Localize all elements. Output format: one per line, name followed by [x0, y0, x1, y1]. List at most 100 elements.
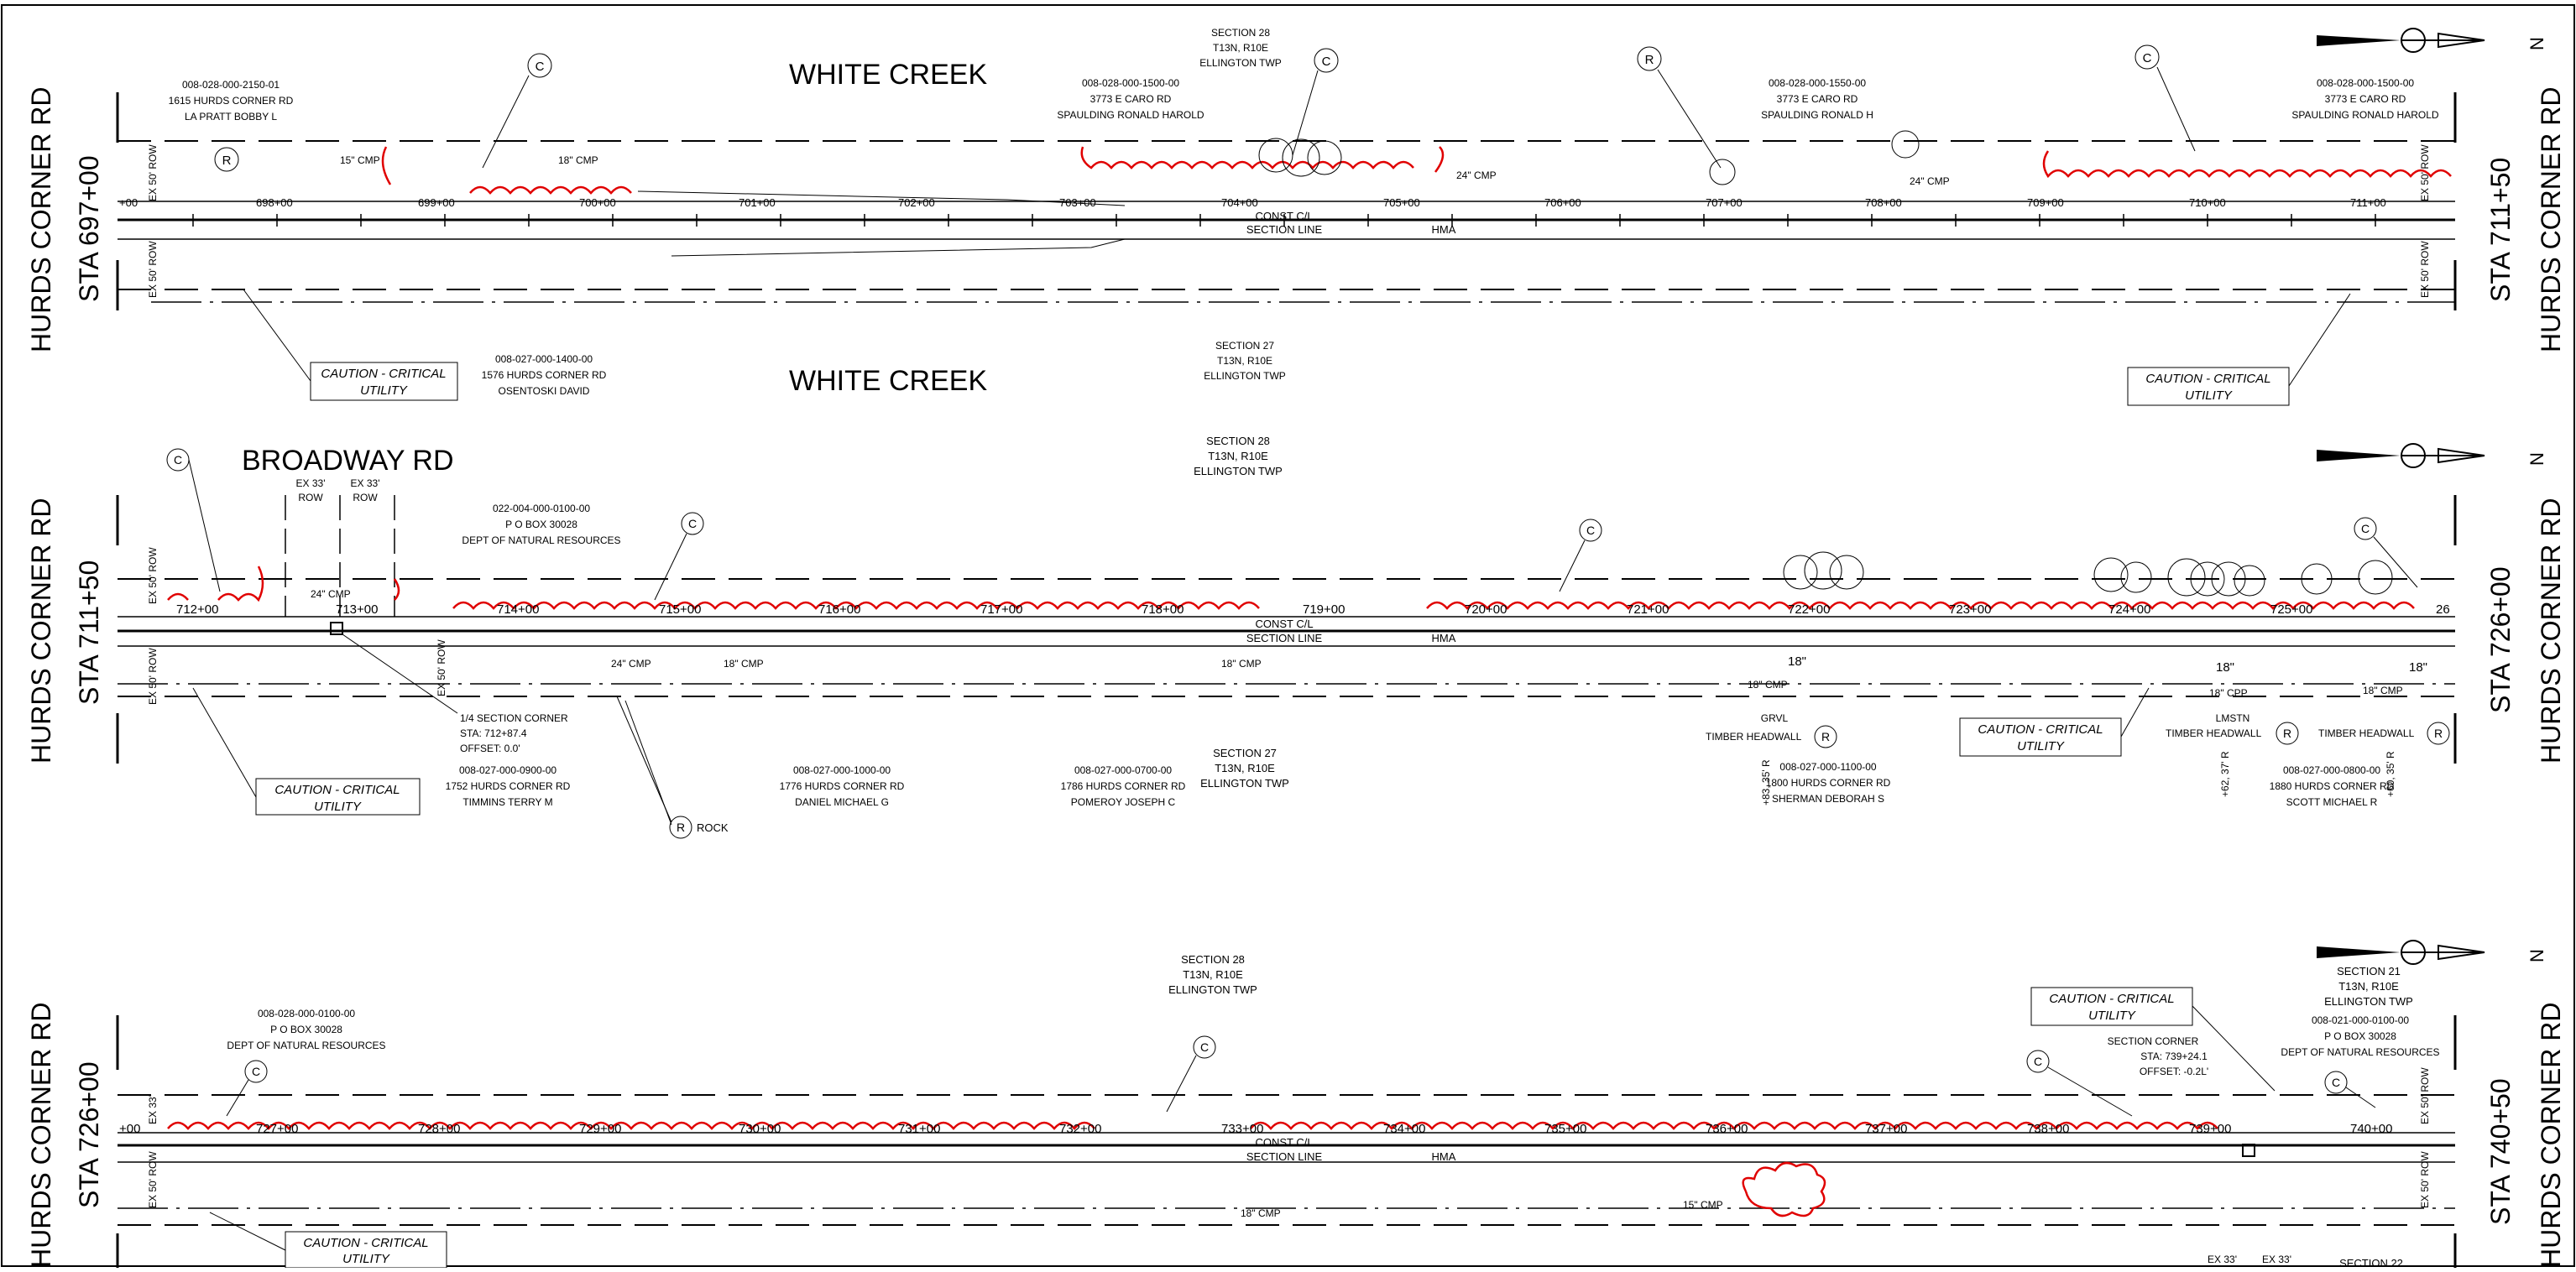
row-label: EX 50' ROW	[147, 144, 159, 201]
road-label-right: HURDS CORNER RD	[2536, 87, 2566, 352]
callout-label: C	[536, 60, 545, 74]
row-label: EX 50' ROW	[2419, 1067, 2431, 1124]
station-label: 714+00	[497, 602, 539, 617]
row-label: EX 50' ROW	[147, 648, 159, 705]
const-cl-label: CONST C/L	[1255, 210, 1313, 222]
caution-text: UTILITY	[2185, 388, 2233, 403]
radius-label: +62, 37' R	[2219, 751, 2231, 797]
callout-label: C	[2332, 1076, 2340, 1089]
road-label-right: HURDS CORNER RD	[2536, 498, 2566, 764]
parcel-id: 008-027-000-1000-00	[793, 764, 891, 776]
station-label: +00	[119, 1122, 140, 1136]
section-label: ELLINGTON TWP	[1199, 57, 1282, 69]
station-label: 708+00	[1865, 196, 1902, 209]
parcel-owner: SPAULDING RONALD H	[1761, 109, 1873, 121]
section-label: ELLINGTON TWP	[1204, 370, 1286, 382]
parcel-id: 008-027-000-1400-00	[495, 353, 593, 365]
station-label: 707+00	[1706, 196, 1743, 209]
caution-text: CAUTION - CRITICAL	[2049, 992, 2174, 1006]
row-label: EX 50' ROW	[147, 547, 159, 604]
surface-label: HMA	[1432, 632, 1456, 644]
parcel-address: 1776 HURDS CORNER RD	[780, 780, 905, 792]
station-label: 736+00	[1706, 1122, 1748, 1136]
caution-box	[285, 1231, 447, 1269]
station-label: 723+00	[1949, 602, 1991, 617]
station-label: 720+00	[1465, 602, 1507, 617]
band-2-stations: 712+00 713+00 714+00 715+00 716+00 717+0…	[176, 602, 2450, 617]
headwall-label: TIMBER HEADWALL	[2166, 727, 2262, 739]
station-label: +00	[119, 196, 138, 209]
road-label-left: HURDS CORNER RD	[26, 87, 56, 352]
section-label: SECTION 22	[2339, 1257, 2403, 1268]
station-label: 704+00	[1221, 196, 1258, 209]
caution-text: CAUTION - CRITICAL	[303, 1236, 428, 1250]
parcel-address: P O BOX 30028	[505, 519, 577, 530]
parcel-id: 022-004-000-0100-00	[493, 503, 590, 514]
caution-text: CAUTION - CRITICAL	[274, 783, 400, 797]
section-label: T13N, R10E	[2338, 980, 2399, 993]
station-label: 729+00	[579, 1122, 621, 1136]
station-label: 730+00	[739, 1122, 781, 1136]
pipe-label: 18" CMP	[558, 154, 598, 166]
section-label: ELLINGTON TWP	[2324, 995, 2413, 1008]
station-label: 719+00	[1303, 602, 1345, 617]
pipe-label: 18" CPP	[2209, 687, 2248, 699]
parcel-owner: TIMMINS TERRY M	[462, 796, 552, 808]
section-label: T13N, R10E	[1215, 762, 1275, 774]
parcel-address: 3773 E CARO RD	[2325, 93, 2406, 105]
const-cl-label: CONST C/L	[1255, 1136, 1313, 1149]
station-label: 705+00	[1383, 196, 1420, 209]
parcel-owner: SPAULDING RONALD HAROLD	[1057, 109, 1204, 121]
parcel-owner: OSENTOSKI DAVID	[499, 385, 590, 397]
quarter-corner-label: OFFSET: 0.0'	[460, 743, 520, 754]
band-2: HURDS CORNER RD STA 711+50 STA 726+00 HU…	[26, 435, 2566, 839]
rock-label: ROCK	[697, 821, 729, 834]
parcel-address: P O BOX 30028	[270, 1024, 342, 1035]
station-label: 725+00	[2270, 602, 2312, 617]
parcel-id: 008-028-000-1550-00	[1769, 77, 1866, 89]
callout-label: C	[2361, 522, 2370, 535]
callout-label: C	[174, 453, 182, 467]
pipe-label: 15" CMP	[1683, 1199, 1723, 1211]
station-label: 711+00	[2350, 196, 2386, 209]
road-label-right: HURDS CORNER RD	[2536, 1003, 2566, 1268]
station-label: 731+00	[898, 1122, 940, 1136]
parcel-owner: DANIEL MICHAEL G	[795, 796, 889, 808]
callout-label: C	[1586, 524, 1595, 537]
section-label: SECTION 27	[1213, 747, 1277, 759]
parcel-address: 1752 HURDS CORNER RD	[446, 780, 571, 792]
north-arrow-icon	[2317, 28, 2485, 53]
row-label: EX 33'	[147, 1095, 159, 1124]
pipe-label: 18" CMP	[2363, 685, 2403, 696]
parcel-id: 008-027-000-0900-00	[459, 764, 556, 776]
section-label: SECTION 28	[1206, 435, 1270, 447]
section-label: SECTION 28	[1211, 27, 1270, 39]
ex-row-label: EX 33'	[351, 477, 380, 489]
parcel-address: 1576 HURDS CORNER RD	[482, 369, 607, 381]
const-cl-label: CONST C/L	[1255, 618, 1313, 630]
section-label: T13N, R10E	[1217, 355, 1272, 367]
section-label: SECTION 28	[1181, 953, 1245, 966]
row-label: EX 50' ROW	[147, 241, 159, 298]
parcel-owner: POMEROY JOSEPH C	[1071, 796, 1176, 808]
section-corner-label: SECTION CORNER	[2108, 1035, 2199, 1047]
parcel-id: 008-028-000-2150-01	[182, 79, 280, 91]
north-label: N	[2526, 452, 2547, 466]
station-label: 712+00	[176, 602, 218, 617]
section-label: ELLINGTON TWP	[1168, 983, 1257, 996]
caution-box	[1959, 717, 2122, 757]
pipe-label: 18" CMP	[1221, 658, 1262, 670]
caution-text: UTILITY	[2088, 1009, 2136, 1023]
surface-label: HMA	[1432, 223, 1456, 236]
parcel-address: 1786 HURDS CORNER RD	[1061, 780, 1186, 792]
north-label: N	[2526, 37, 2547, 50]
callout-label: C	[2034, 1055, 2042, 1068]
parcel-owner: SCOTT MICHAEL R	[2286, 796, 2378, 808]
station-label: 722+00	[1788, 602, 1830, 617]
caution-text: CAUTION - CRITICAL	[321, 367, 446, 381]
ex-row-label: ROW	[298, 492, 323, 503]
caution-box	[255, 778, 421, 816]
pipe-label: 18" CMP	[1241, 1207, 1281, 1219]
section-corner-label: STA: 739+24.1	[2140, 1050, 2208, 1062]
caution-text: CAUTION - CRITICAL	[1978, 722, 2103, 737]
